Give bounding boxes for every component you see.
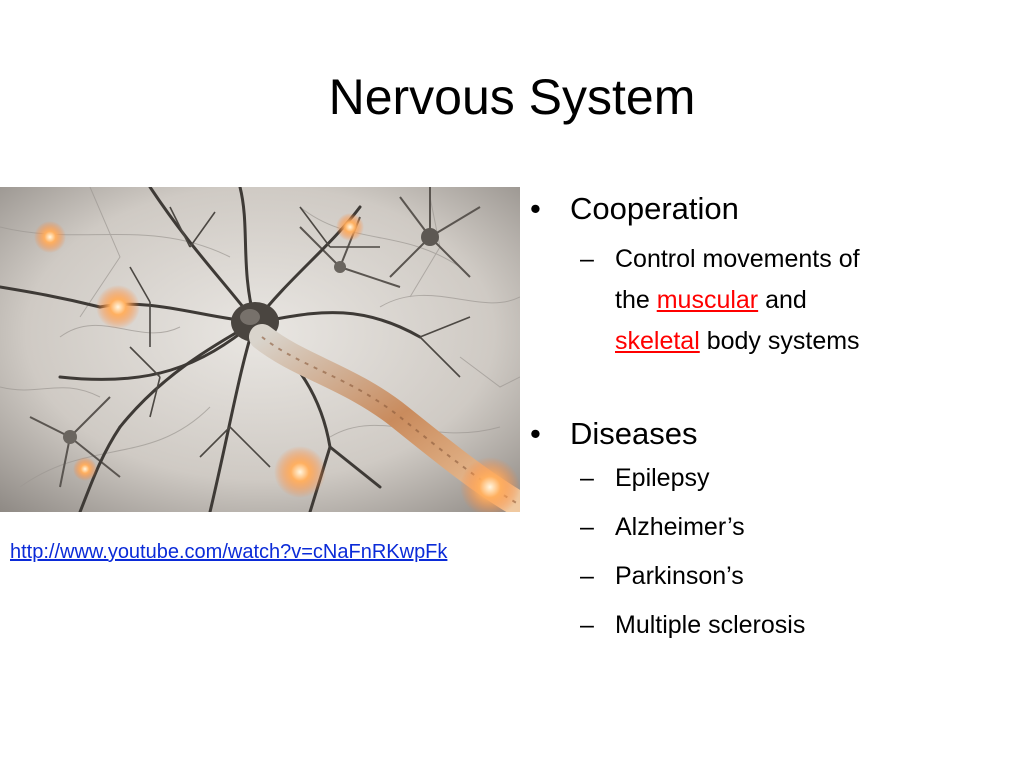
dash-marker: – — [580, 464, 594, 492]
word-the: the — [615, 286, 650, 314]
bullet-cooperation: • Cooperation — [530, 187, 1010, 231]
word-body-systems: body systems — [706, 327, 860, 355]
muscular-link[interactable]: muscular — [656, 286, 759, 314]
bullet-label: Diseases — [570, 416, 698, 451]
dash-marker: – — [580, 611, 594, 639]
disease-item-alzheimers: – Alzheimer’s — [530, 507, 1010, 548]
bullet-marker: • — [530, 191, 541, 226]
dash-marker: – — [580, 245, 594, 273]
disease-label: Parkinson’s — [615, 562, 744, 590]
disease-item-multiple-sclerosis: – Multiple sclerosis — [530, 605, 1010, 646]
disease-label: Alzheimer’s — [615, 513, 745, 541]
sub-bullet-control-movements: – Control movements of the muscular and … — [530, 239, 1010, 362]
bullet-list: • Cooperation – Control movements of the… — [530, 187, 1010, 654]
neuron-image — [0, 187, 520, 512]
dash-marker: – — [580, 562, 594, 590]
bullet-diseases: • Diseases — [530, 412, 1010, 456]
skeletal-link[interactable]: skeletal — [615, 327, 700, 355]
slide-title: Nervous System — [328, 69, 696, 125]
disease-item-epilepsy: – Epilepsy — [530, 458, 1010, 499]
bullet-marker: • — [530, 416, 541, 451]
video-link[interactable]: http://www.youtube.com/watch?v=cNaFnRKwp… — [10, 541, 448, 563]
dash-marker: – — [580, 513, 594, 541]
bullet-label: Cooperation — [570, 191, 739, 226]
sub-bullet-line1: Control movements of — [615, 245, 860, 273]
disease-item-parkinsons: – Parkinson’s — [530, 556, 1010, 597]
disease-label: Multiple sclerosis — [615, 611, 806, 639]
disease-label: Epilepsy — [615, 464, 710, 492]
word-and: and — [765, 286, 807, 314]
